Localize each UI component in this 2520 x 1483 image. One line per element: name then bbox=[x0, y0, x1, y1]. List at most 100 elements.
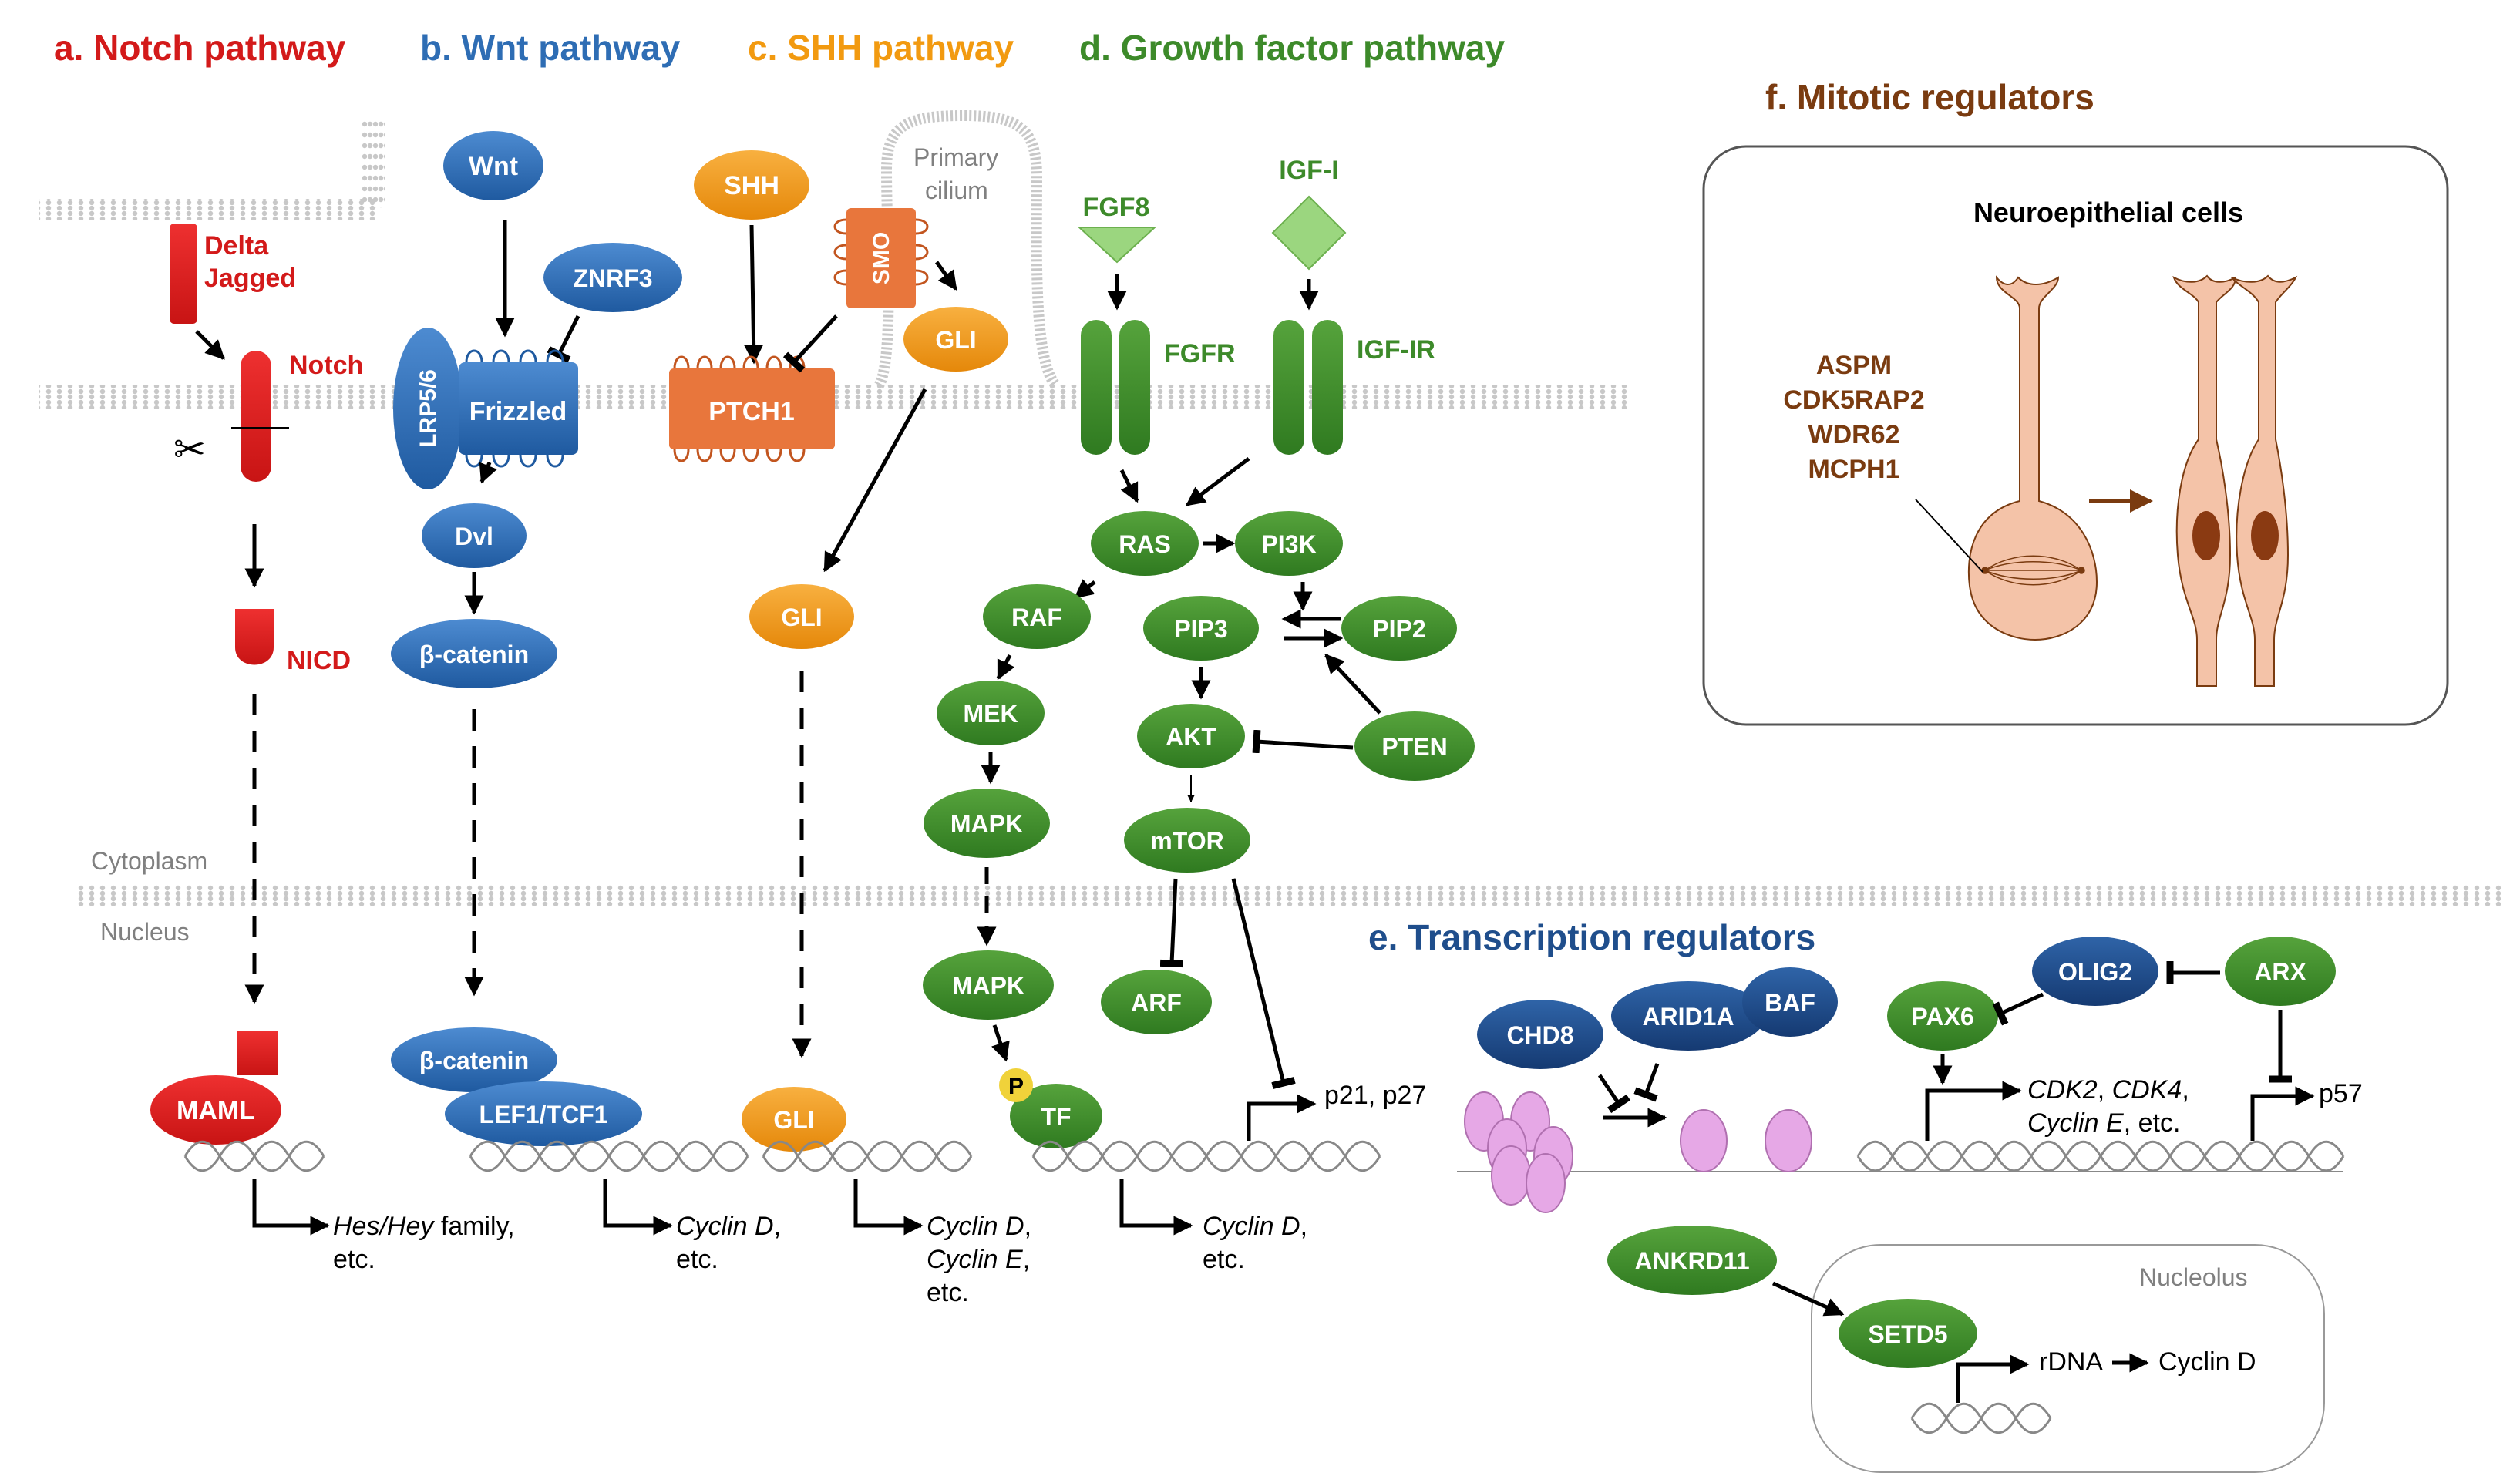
notch-receptor bbox=[241, 351, 271, 482]
pip3-node bbox=[1143, 596, 1259, 661]
lef-tcf-node bbox=[445, 1081, 642, 1146]
raf-label: RAF bbox=[1011, 604, 1062, 631]
notch-label: Notch bbox=[289, 351, 363, 380]
ras-label: RAS bbox=[1119, 530, 1171, 558]
nucleolus bbox=[1811, 1244, 2325, 1473]
wnt-target-2: etc. bbox=[676, 1245, 718, 1274]
nicd-fragment bbox=[235, 609, 274, 665]
raf-node bbox=[983, 584, 1091, 649]
scissors-icon: ✂ bbox=[173, 428, 206, 471]
ras-node bbox=[1091, 511, 1199, 576]
daughter-cell-2 bbox=[2231, 274, 2298, 687]
nucleosome bbox=[1765, 1109, 1812, 1172]
setd5-label: SETD5 bbox=[1868, 1320, 1947, 1348]
chd8-node bbox=[1477, 1000, 1603, 1069]
fgf8-ligand bbox=[1077, 227, 1157, 264]
arf-node bbox=[1101, 970, 1212, 1034]
shh-target-1: Cyclin D, bbox=[927, 1212, 1031, 1241]
pi3k-node bbox=[1235, 511, 1343, 576]
igfr-label: IGF-IR bbox=[1357, 335, 1435, 365]
gene-cdk5rap2: CDK5RAP2 bbox=[1783, 385, 1924, 415]
igfr-receptor-a bbox=[1273, 320, 1304, 455]
beta-catenin-nuclear-node bbox=[391, 1027, 557, 1092]
mek-node bbox=[937, 681, 1045, 745]
shh-node bbox=[694, 150, 809, 220]
pten-node bbox=[1354, 711, 1475, 781]
shh-label: SHH bbox=[724, 171, 779, 200]
title-shh: c. SHH pathway bbox=[748, 28, 1014, 68]
akt-node bbox=[1137, 704, 1245, 768]
plasma-membrane bbox=[39, 109, 1627, 409]
shh-target-2: Cyclin E, bbox=[927, 1245, 1030, 1274]
title-growth: d. Growth factor pathway bbox=[1079, 28, 1505, 68]
pip3-label: PIP3 bbox=[1174, 615, 1227, 643]
ankrd11-node bbox=[1607, 1226, 1777, 1295]
mitotic-regulators: Neuroepithelial cells ASPM CDK5RAP2 WDR6… bbox=[1702, 145, 2449, 726]
jagged-label: Jagged bbox=[204, 264, 296, 293]
mapk-cytoplasm-label: MAPK bbox=[950, 810, 1023, 838]
lef-tcf-label: LEF1/TCF1 bbox=[479, 1101, 607, 1128]
p21-p27-label: p21, p27 bbox=[1324, 1081, 1426, 1110]
baf-node bbox=[1742, 967, 1838, 1037]
fgf8-label: FGF8 bbox=[1083, 193, 1150, 222]
wnt-node bbox=[443, 131, 543, 200]
nucleolus-label: Nucleolus bbox=[2139, 1263, 2248, 1291]
pax6-label: PAX6 bbox=[1911, 1003, 1973, 1031]
mapk-nuclear-label: MAPK bbox=[952, 972, 1024, 1000]
arid1a-label: ARID1A bbox=[1642, 1003, 1734, 1031]
wnt-pathway: Wnt ZNRF3 LRP5/6 Frizzled Dvl β-catenin … bbox=[391, 131, 781, 1274]
nucleosome-cluster bbox=[1464, 1091, 1573, 1213]
tf-node bbox=[1010, 1084, 1102, 1148]
transcription-regulators: CHD8 ARID1A BAF PAX6 OLIG2 ARX CDK2, CDK… bbox=[1457, 937, 2363, 1473]
cytoplasm-label: Cytoplasm bbox=[91, 847, 207, 875]
nucleus-label: Nucleus bbox=[100, 918, 190, 946]
frizzled-label: Frizzled bbox=[469, 397, 567, 426]
gene-mcph1: MCPH1 bbox=[1808, 455, 1899, 484]
gli-cytoplasm-label: GLI bbox=[781, 604, 822, 631]
igf-label: IGF-I bbox=[1279, 156, 1338, 185]
shh-pathway: SHH PTCH1 SMO GLI GLI GLI Cyclin bbox=[669, 150, 1031, 1307]
smo-label: SMO bbox=[869, 232, 894, 284]
notch-target-2: etc. bbox=[333, 1245, 375, 1274]
gli-cytoplasm-node bbox=[749, 584, 854, 649]
beta-catenin-nuclear-label: β-catenin bbox=[419, 1047, 529, 1074]
title-notch: a. Notch pathway bbox=[54, 28, 346, 68]
cyclin-d-label: Cyclin D bbox=[2158, 1347, 2256, 1377]
gli-nuclear-node bbox=[742, 1087, 846, 1152]
growth-factor-pathway: FGF8 IGF-I FGFR IGF-IR RAS PI3K RAF PIP3… bbox=[923, 156, 1475, 1274]
akt-label: AKT bbox=[1166, 723, 1216, 751]
pten-label: PTEN bbox=[1381, 733, 1447, 761]
arx-label: ARX bbox=[2254, 958, 2306, 986]
fgfr-receptor-b bbox=[1119, 320, 1150, 455]
baf-label: BAF bbox=[1765, 989, 1815, 1017]
pax6-targets-2: Cyclin E, etc. bbox=[2027, 1108, 2180, 1138]
daughter-nucleus-2 bbox=[2251, 511, 2279, 560]
olig2-label: OLIG2 bbox=[2058, 958, 2132, 986]
pip2-node bbox=[1341, 596, 1457, 661]
p57-label: p57 bbox=[2319, 1079, 2363, 1108]
beta-catenin-label: β-catenin bbox=[419, 641, 529, 668]
delta-label: Delta bbox=[204, 231, 269, 261]
notch-target-1: Hes/Hey family, bbox=[333, 1212, 515, 1241]
nucleosome bbox=[1680, 1109, 1728, 1172]
mtor-node bbox=[1124, 808, 1250, 873]
gli-cilium-label: GLI bbox=[935, 326, 976, 354]
beta-catenin-node bbox=[391, 619, 557, 688]
phospho-label: P bbox=[1008, 1074, 1024, 1099]
lrp-label: LRP5/6 bbox=[416, 369, 441, 448]
ptch1-receptor bbox=[669, 368, 835, 449]
pax6-targets-1: CDK2, CDK4, bbox=[2027, 1075, 2189, 1105]
gli-cilium-node bbox=[903, 307, 1008, 372]
pip2-label: PIP2 bbox=[1372, 615, 1425, 643]
fgfr-label: FGFR bbox=[1164, 339, 1236, 368]
wnt-label: Wnt bbox=[469, 152, 518, 181]
maml-node bbox=[150, 1075, 281, 1145]
title-mitotic: f. Mitotic regulators bbox=[1765, 77, 2094, 117]
mek-label: MEK bbox=[963, 700, 1018, 728]
znrf3-label: ZNRF3 bbox=[573, 264, 652, 292]
nuclear-envelope bbox=[77, 885, 2505, 906]
dividing-cell bbox=[1967, 275, 2098, 641]
fgfr-receptor-a bbox=[1081, 320, 1112, 455]
olig2-node bbox=[2032, 937, 2158, 1006]
igfr-receptor-b bbox=[1312, 320, 1343, 455]
